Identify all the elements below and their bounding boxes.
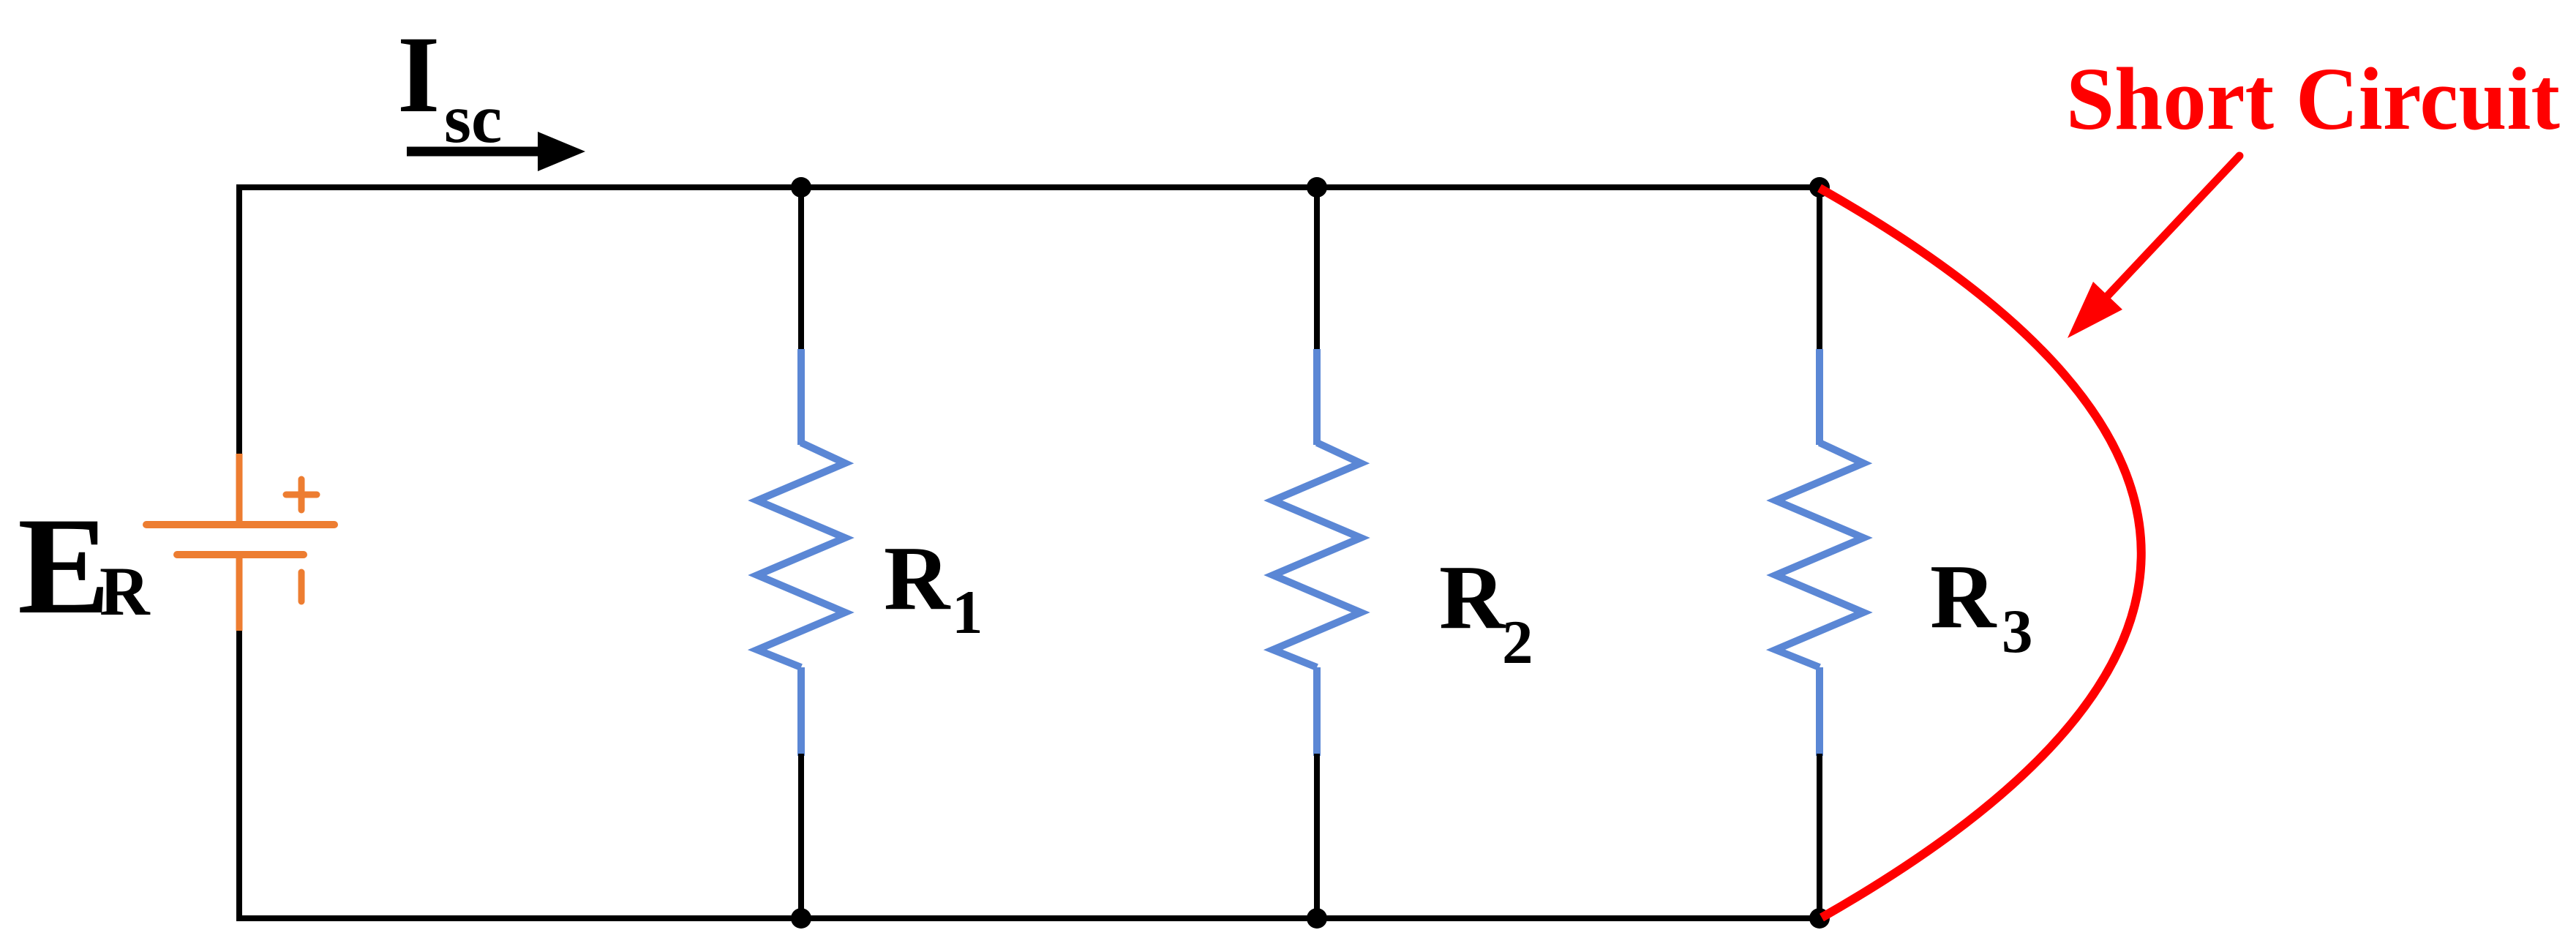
source-label: E [18, 490, 110, 643]
r3-label: R [1930, 547, 1997, 648]
r2-top-junction-dot [1307, 177, 1327, 198]
lower-left-and-bottom-wire [236, 629, 1822, 921]
short-circuit-wire-arc [1817, 184, 2146, 922]
resistor-branch-r3 [1765, 177, 1873, 929]
battery-symbol [143, 454, 338, 631]
top-and-upper-left-wire [236, 184, 1820, 455]
r1-top-junction-dot [791, 177, 811, 198]
short-circuit-current-arrow [407, 132, 585, 171]
resistor-branch-r2 [1263, 177, 1370, 929]
short-circuit-annotation: Short Circuit [2066, 50, 2560, 149]
annotation-arrow-shaft [2103, 151, 2244, 300]
r2-label: R [1439, 547, 1506, 648]
r3-zigzag [1765, 439, 1873, 671]
r1-zigzag [747, 439, 855, 671]
current-label: I [397, 14, 440, 135]
current-arrow-head [538, 132, 585, 171]
r3-label-subscript: 3 [2002, 597, 2033, 666]
r1-label: R [884, 528, 951, 629]
resistor-branch-r1 [747, 177, 855, 929]
current-label-subscript: sc [444, 80, 502, 157]
r1-bottom-junction-dot [791, 908, 811, 929]
r2-bottom-junction-dot [1307, 908, 1327, 929]
annotation-arrow-head [2068, 282, 2122, 338]
r1-label-subscript: 1 [952, 578, 983, 647]
r2-zigzag [1263, 439, 1370, 671]
source-label-subscript: R [99, 552, 151, 630]
r2-label-subscript: 2 [1502, 608, 1533, 677]
short-circuit-pointer-arrow [2068, 151, 2244, 338]
